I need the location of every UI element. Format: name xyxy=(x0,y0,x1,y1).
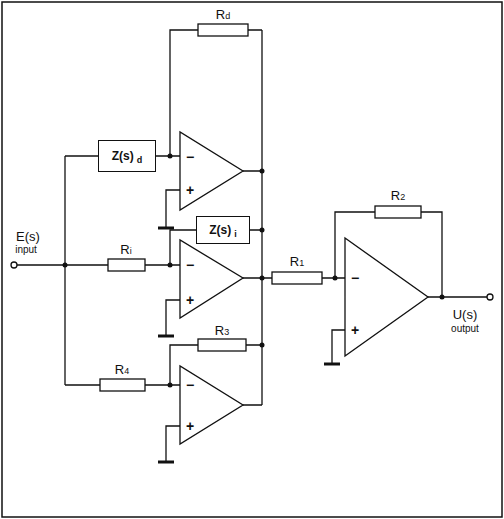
wire xyxy=(166,426,180,462)
input-sign: − xyxy=(186,378,194,392)
signal-label: input xyxy=(15,245,37,255)
component-label: R4 xyxy=(115,363,129,376)
resistor-symbol xyxy=(198,24,248,36)
opamp-symbol xyxy=(180,366,243,444)
impedance-subscript: i xyxy=(234,229,237,239)
output-terminal xyxy=(487,294,493,300)
impedance-name: Z(s) xyxy=(209,223,231,237)
wire xyxy=(64,156,65,385)
junction-dots xyxy=(63,154,445,388)
ground-symbol xyxy=(324,363,340,366)
wire xyxy=(65,155,98,156)
component-label: Rd xyxy=(216,8,230,21)
impedance-name: Z(s) xyxy=(112,149,134,163)
wire xyxy=(166,190,180,228)
signal-label: E(s) xyxy=(16,230,40,243)
wire xyxy=(243,30,345,405)
impedance-box: Z(s)d xyxy=(98,140,156,172)
input-sign: − xyxy=(186,150,194,164)
wire xyxy=(156,30,262,156)
input-sign: + xyxy=(186,293,194,307)
opamp-symbol xyxy=(180,132,243,210)
resistor-symbol xyxy=(108,259,145,271)
signal-label: output xyxy=(451,324,479,334)
wire xyxy=(335,212,487,297)
impedance-box: Z(s)i xyxy=(196,216,250,244)
input-sign: − xyxy=(186,258,194,272)
input-terminal xyxy=(11,262,17,268)
wire xyxy=(17,264,180,265)
impedance-subscript: d xyxy=(137,155,143,165)
component-label: R3 xyxy=(215,324,229,337)
input-sign: − xyxy=(351,271,359,285)
component-label: R1 xyxy=(290,255,304,268)
resistor-symbol xyxy=(100,379,145,391)
input-sign: + xyxy=(186,183,194,197)
resistor-symbol xyxy=(272,272,322,284)
opamp-symbol xyxy=(345,238,428,356)
input-sign: + xyxy=(186,419,194,433)
signal-label: U(s) xyxy=(453,308,478,321)
resistor-symbol xyxy=(198,339,246,351)
input-sign: + xyxy=(351,323,359,337)
ground-symbol xyxy=(158,227,174,230)
component-label: R2 xyxy=(391,189,405,202)
component-label: Ri xyxy=(120,243,131,256)
wire xyxy=(332,330,345,364)
wire xyxy=(166,300,180,336)
resistor-symbol xyxy=(375,206,421,218)
opamp-symbol xyxy=(180,240,243,318)
ground-symbol xyxy=(158,461,174,464)
ground-symbol xyxy=(158,335,174,338)
